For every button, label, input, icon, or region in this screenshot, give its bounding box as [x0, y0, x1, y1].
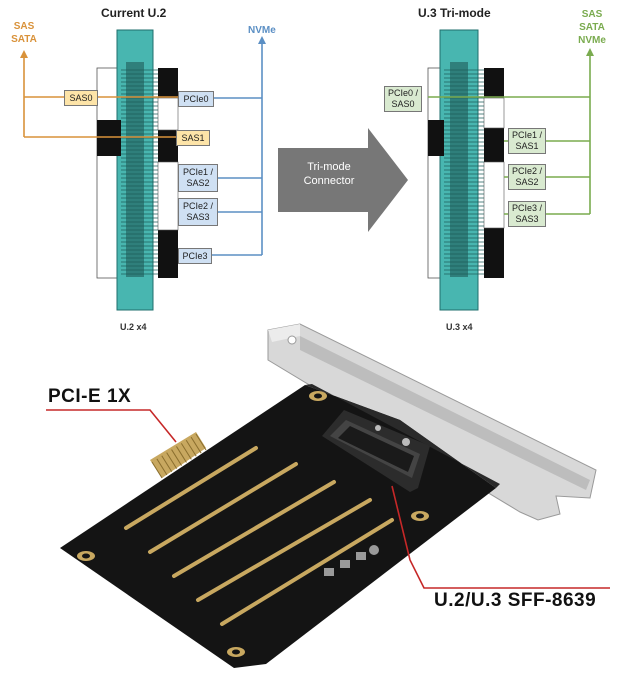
right-box-pcie1-sas1: PCIe1 / SAS1 [508, 128, 546, 154]
finger-stripe [156, 458, 168, 476]
left-sas-text: SAS [13, 21, 35, 32]
tri-mode-arrow-label: Tri-mode Connector [303, 161, 355, 187]
finger-stripe [166, 452, 178, 469]
tri-mode-arrow [278, 128, 408, 232]
right-green-arrowhead [586, 48, 594, 56]
pci-bracket [267, 323, 597, 521]
left-connector [96, 29, 179, 311]
finger-stripe [190, 436, 202, 454]
finger-stripe [161, 455, 173, 473]
left-nvme-arrowhead [258, 36, 266, 44]
callout-lines [46, 409, 610, 589]
right-box-pcie3-sas3: PCIe3 / SAS3 [508, 201, 546, 227]
sff8639-connector [322, 410, 430, 492]
left-box-sas0: SAS0 [64, 90, 98, 106]
left-sas-lines [23, 58, 180, 138]
left-box-sas1: SAS1 [176, 130, 210, 146]
finger-stripe [171, 449, 182, 466]
certification-marks [324, 545, 379, 576]
left-sas-sata-label: SAS SATA [10, 20, 38, 46]
left-nvme-label: NVMe [248, 25, 276, 36]
left-sas-arrowhead [20, 50, 28, 58]
finger-stripe [180, 443, 192, 460]
right-pin-lines [444, 69, 484, 275]
adapter-pcb [60, 384, 500, 668]
right-legend: SAS SATA NVMe [570, 8, 614, 47]
left-box-pcie0: PCIe0 [178, 91, 214, 107]
gold-fingers [150, 432, 206, 478]
finger-stripe [176, 446, 187, 463]
cooling-slots [124, 446, 394, 626]
right-legend-nvme: NVMe [578, 35, 606, 46]
finger-stripe [185, 439, 197, 457]
u2-u3-sff8639-callout: U.2/U.3 SFF-8639 [434, 590, 597, 611]
right-legend-sata: SATA [579, 22, 605, 33]
left-diagram-footer: U.2 x4 [120, 322, 147, 332]
left-pin-lines [121, 69, 158, 275]
right-box-pcie2-sas2: PCIe2 / SAS2 [508, 164, 546, 190]
right-diagram-title: U.3 Tri-mode [418, 6, 491, 20]
pcie-1x-callout: PCI-E 1X [48, 386, 132, 407]
left-sata-text: SATA [11, 34, 37, 45]
finger-stripe [151, 461, 163, 479]
left-box-pcie1-sas2: PCIe1 / SAS2 [178, 164, 218, 192]
right-legend-sas: SAS [581, 9, 603, 20]
left-box-pcie3: PCIe3 [178, 248, 212, 264]
finger-stripe [195, 433, 207, 451]
right-box-pcie0-sas0: PCIe0 / SAS0 [384, 86, 422, 112]
gold-finger-stripes [151, 433, 207, 479]
right-diagram-footer: U.3 x4 [446, 322, 473, 332]
left-box-pcie2-sas3: PCIe2 / SAS3 [178, 198, 218, 226]
left-diagram-title: Current U.2 [101, 6, 167, 20]
